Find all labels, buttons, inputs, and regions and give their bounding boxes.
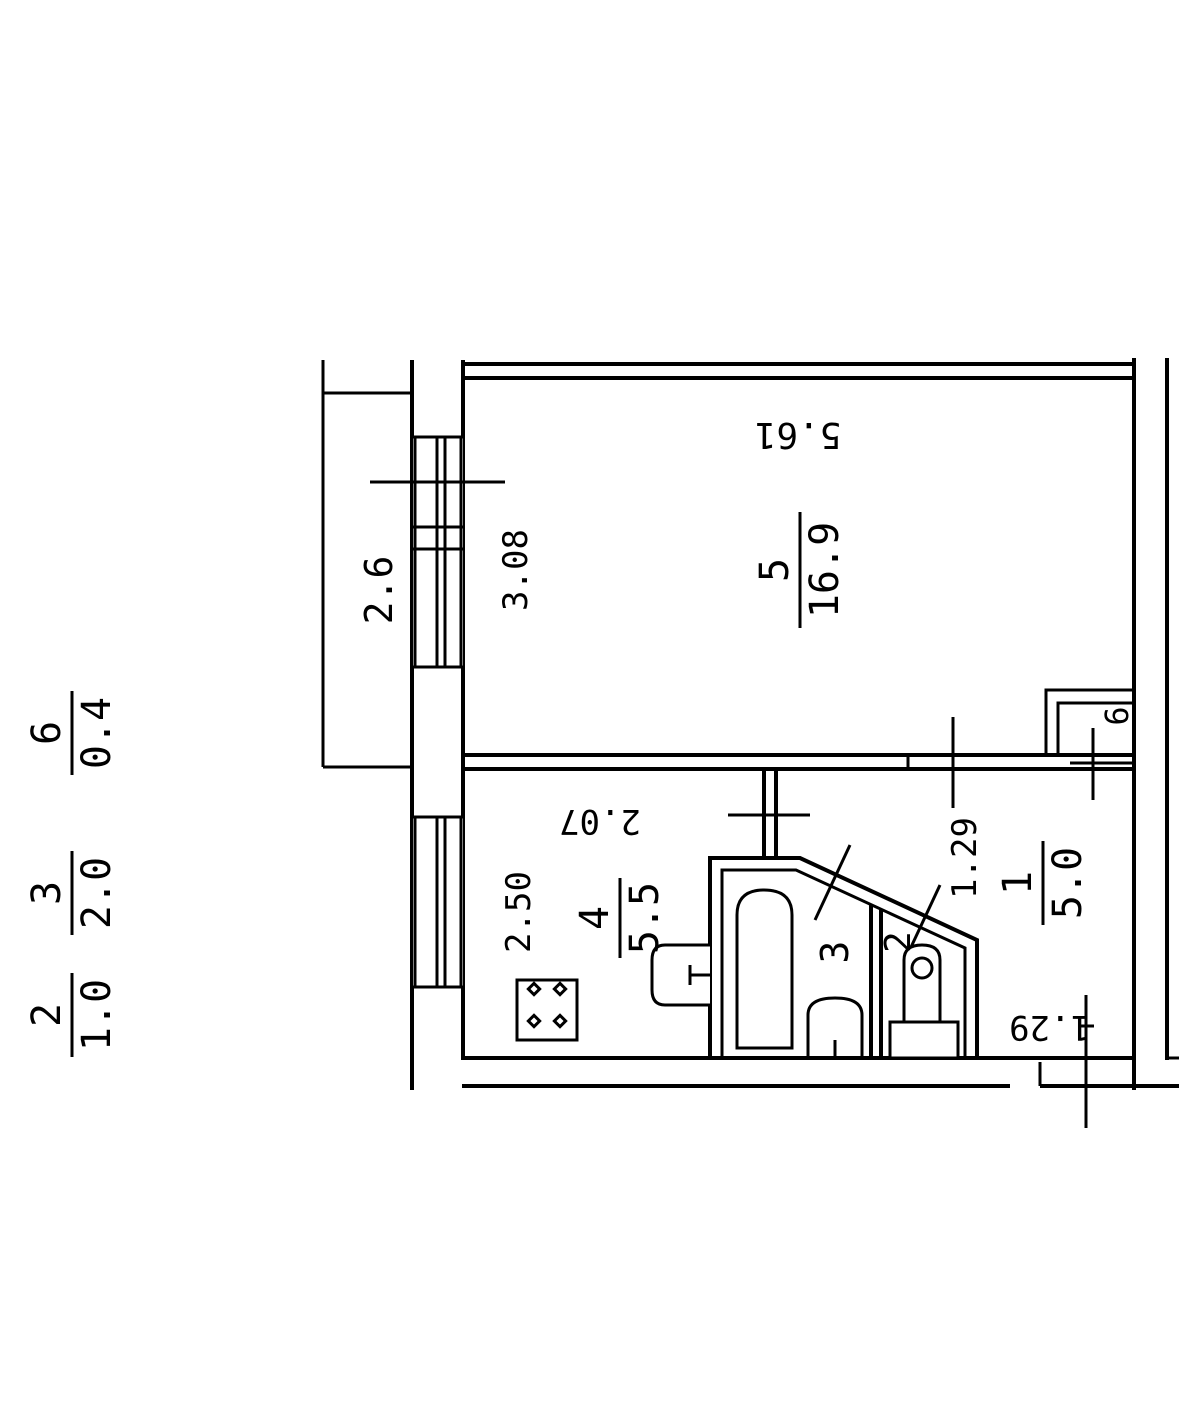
legend-number: 3 bbox=[24, 881, 70, 905]
room1-label: 1 5.0 bbox=[995, 841, 1091, 925]
room4-area: 5.5 bbox=[622, 882, 668, 954]
toilet bbox=[888, 943, 960, 1060]
window-lower bbox=[413, 815, 463, 989]
room4-label: 4 5.5 bbox=[572, 878, 668, 958]
room4-length: 2.07 bbox=[559, 801, 641, 841]
room5-width: 3.08 bbox=[496, 529, 536, 611]
legend-item-2: 2 1.0 bbox=[24, 973, 120, 1057]
room5-length: 5.61 bbox=[755, 414, 842, 455]
room6-number: 6 bbox=[1098, 706, 1136, 725]
area-legend: 6 0.4 3 2.0 2 1.0 bbox=[24, 691, 120, 1057]
room1-number: 1 bbox=[995, 871, 1041, 895]
room5-number: 5 bbox=[752, 558, 798, 582]
room1-area: 5.0 bbox=[1045, 847, 1091, 919]
room4-width: 2.50 bbox=[499, 871, 539, 953]
legend-item-6: 6 0.4 bbox=[24, 691, 120, 775]
bathtub bbox=[735, 888, 794, 1050]
room3-number: 3 bbox=[813, 941, 857, 964]
legend-area: 2.0 bbox=[74, 857, 120, 929]
legend-area: 0.4 bbox=[74, 697, 120, 769]
legend-item-3: 3 2.0 bbox=[24, 851, 120, 935]
balcony bbox=[321, 360, 412, 769]
room5-area: 16.9 bbox=[802, 522, 848, 618]
washbasin bbox=[806, 996, 864, 1056]
room4-number: 4 bbox=[572, 906, 618, 930]
legend-number: 2 bbox=[24, 1003, 70, 1027]
stove bbox=[515, 978, 579, 1042]
room5-label: 5 16.9 bbox=[752, 512, 848, 628]
window-upper bbox=[413, 435, 463, 669]
tick-marks bbox=[370, 480, 1134, 1128]
closet-6 bbox=[1044, 688, 1134, 755]
legend-area: 1.0 bbox=[74, 979, 120, 1051]
room1-dim-b: 1.29 bbox=[1009, 1007, 1091, 1047]
room1-dim-a: 1.29 bbox=[945, 817, 985, 899]
balcony-length: 2.6 bbox=[357, 556, 401, 625]
kitchen-sink bbox=[650, 943, 710, 1007]
legend-number: 6 bbox=[24, 721, 70, 745]
room2-number: 2 bbox=[878, 931, 919, 953]
